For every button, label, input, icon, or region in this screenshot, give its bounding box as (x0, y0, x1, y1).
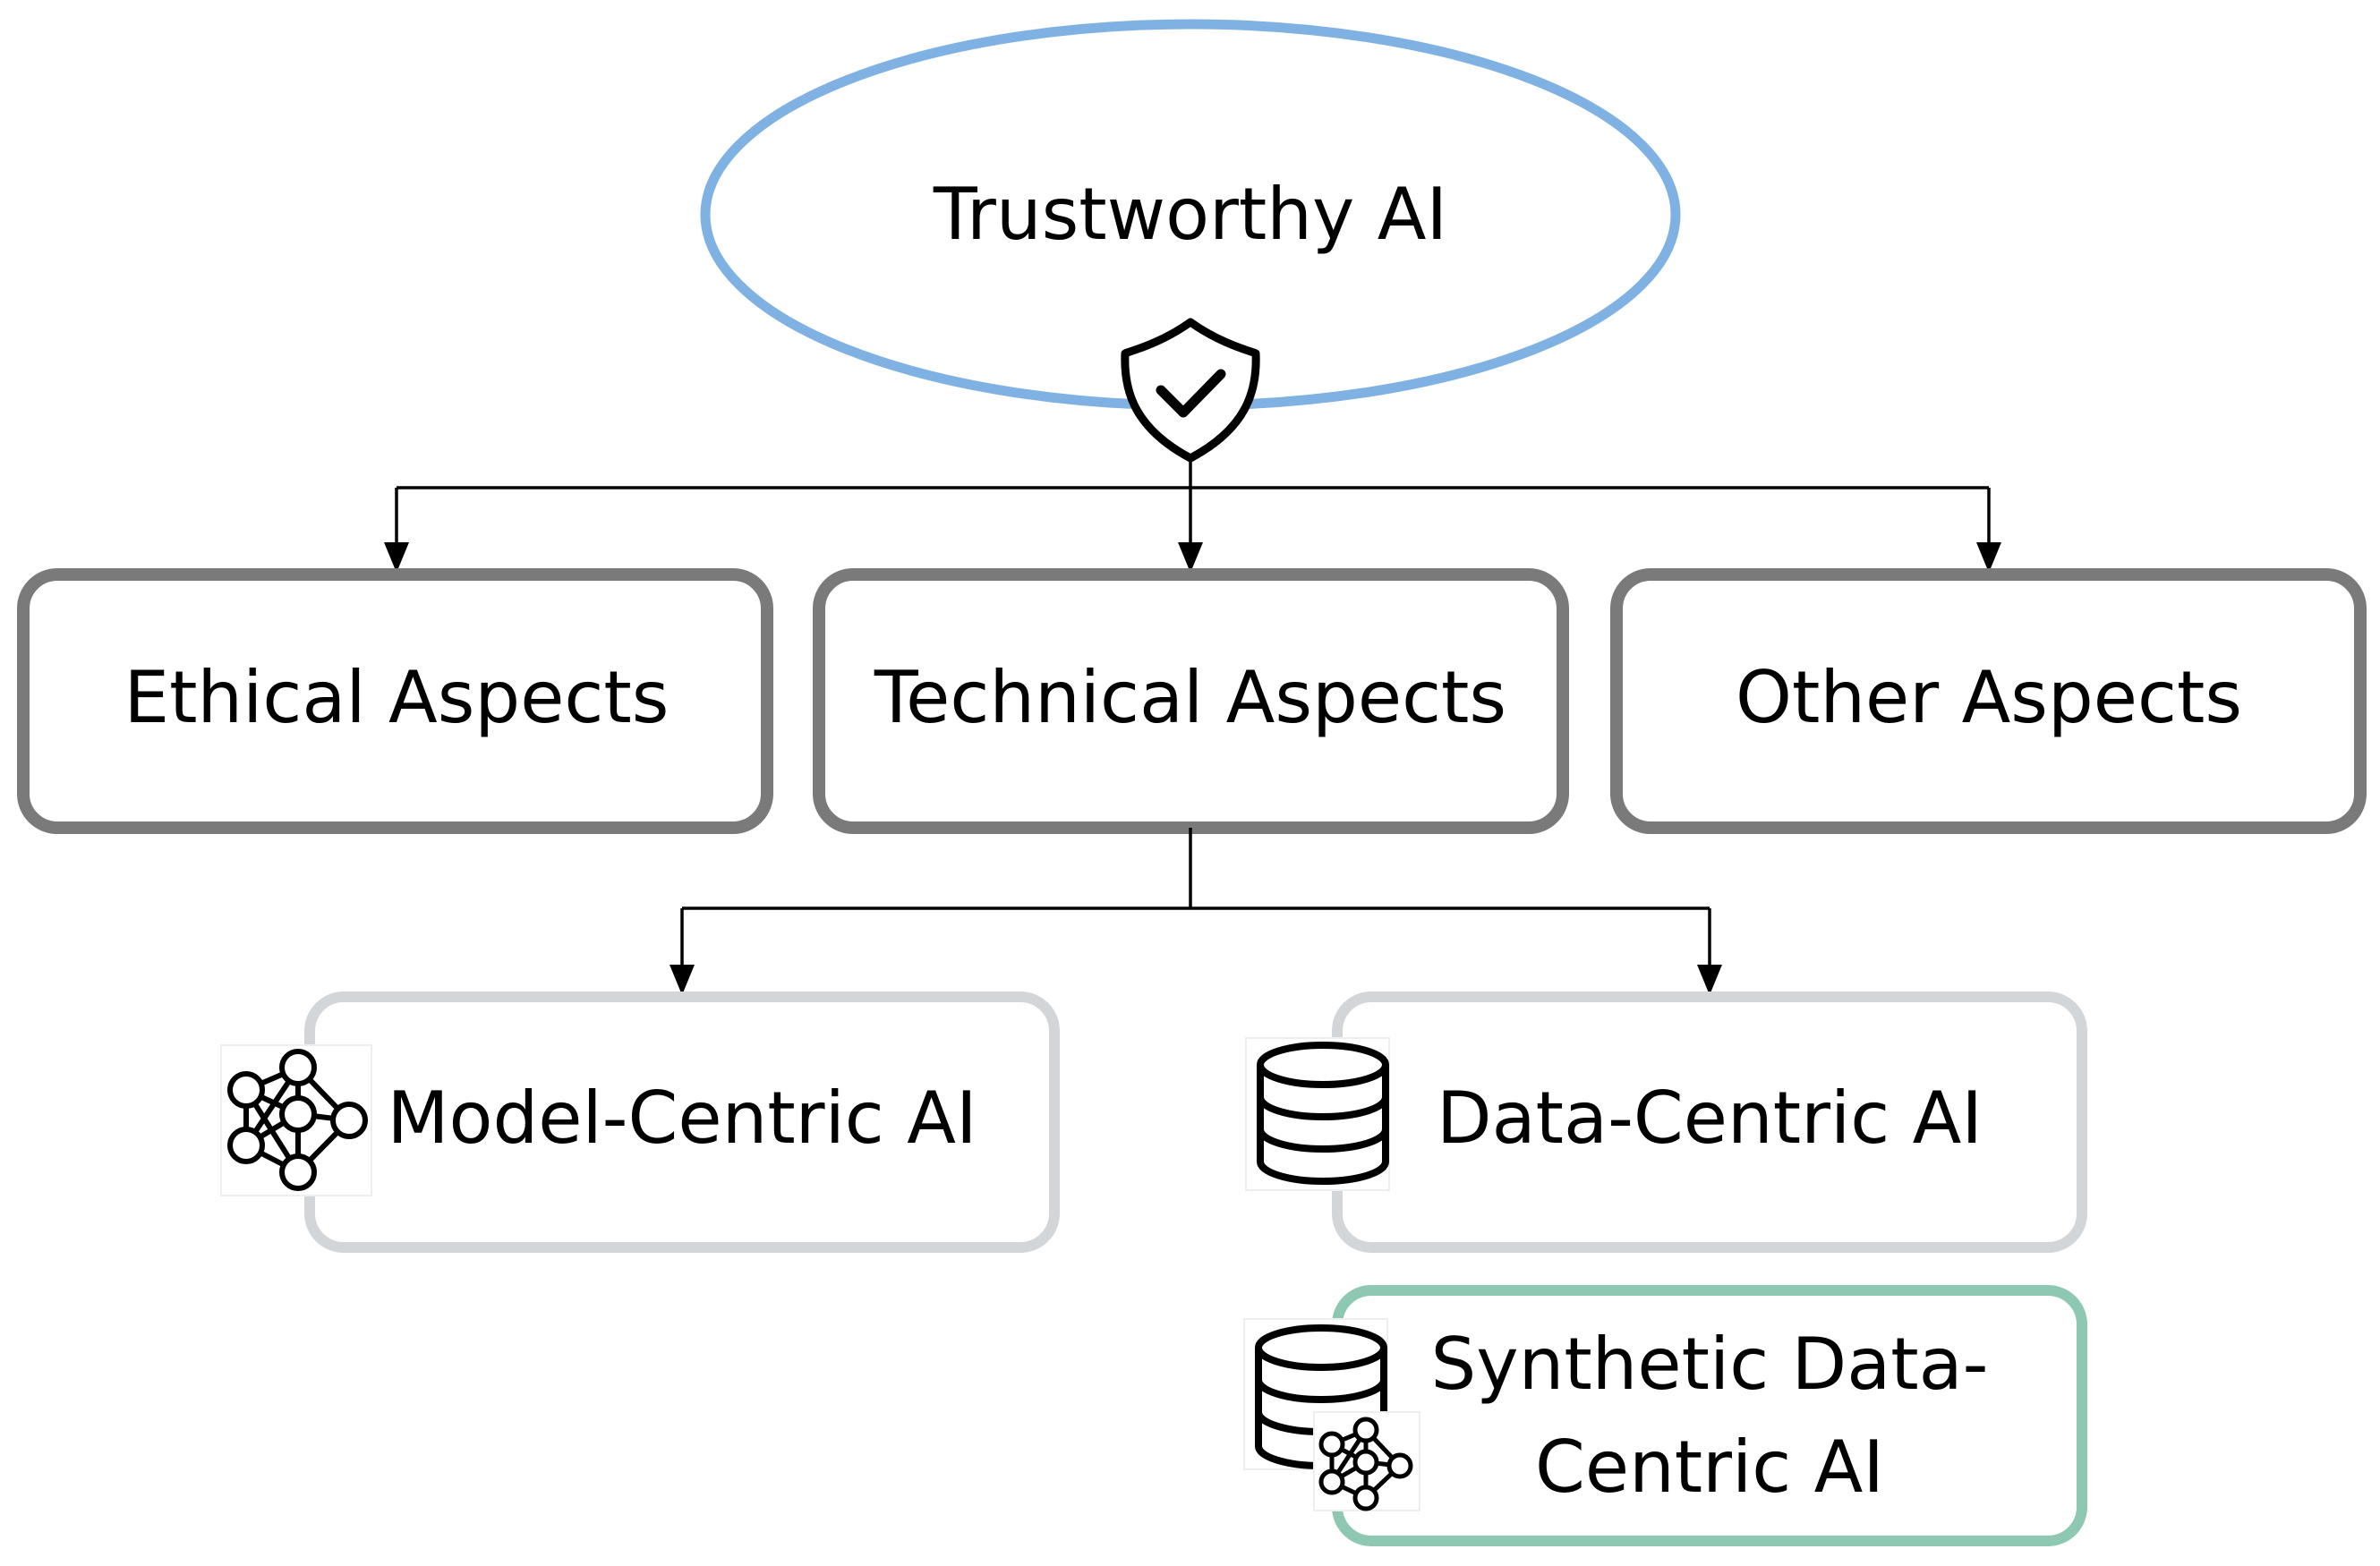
synthetic-data-centric-label-line-2: Centric AI (1535, 1426, 1884, 1509)
synthetic-data-centric-box: Synthetic Data- Centric AI (1332, 1285, 2087, 1546)
model-centric-label: Model-Centric AI (387, 1077, 977, 1160)
synthetic-data-centric-label-line-1: Synthetic Data- (1430, 1323, 1988, 1406)
database-icon (1245, 1037, 1390, 1191)
aspect-label-technical: Technical Aspects (874, 656, 1506, 739)
root-label: Trustworthy AI (933, 173, 1447, 256)
database-neural-network-icon (1243, 1318, 1420, 1511)
model-centric-box: Model-Centric AI (304, 992, 1060, 1253)
data-centric-label: Data-Centric AI (1437, 1077, 1983, 1160)
aspect-box-other: Other Aspects (1610, 568, 2367, 834)
technical-to-children-connectors (670, 828, 1722, 995)
aspect-label-ethical: Ethical Aspects (124, 656, 670, 739)
aspect-box-technical: Technical Aspects (813, 568, 1569, 834)
shield-check-icon (1121, 318, 1260, 463)
neural-network-icon (220, 1044, 372, 1196)
aspect-label-other: Other Aspects (1736, 656, 2242, 739)
aspect-box-ethical: Ethical Aspects (17, 568, 773, 834)
root-to-aspects-connectors (384, 458, 2001, 573)
data-centric-box: Data-Centric AI (1332, 992, 2087, 1253)
